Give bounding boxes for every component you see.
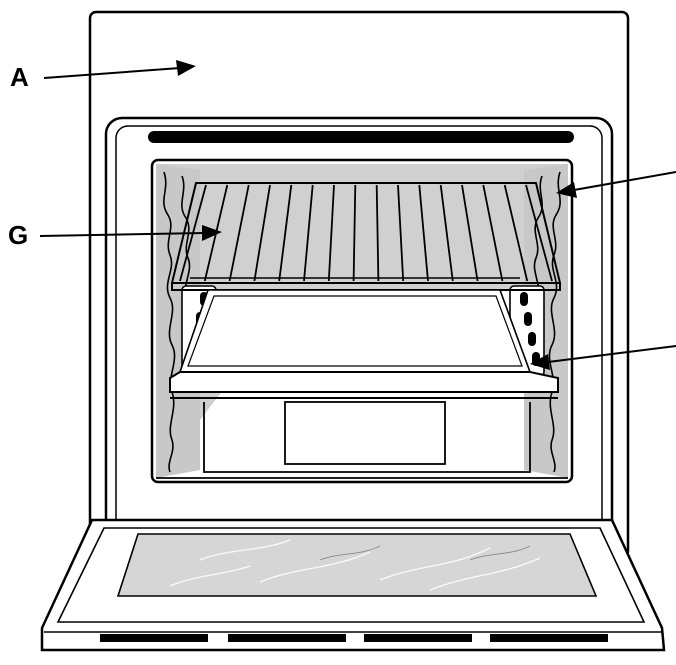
callout-g: G bbox=[8, 220, 222, 250]
grill-bar bbox=[397, 184, 405, 282]
grill-bar bbox=[253, 184, 271, 282]
callout-right-lower bbox=[530, 345, 676, 370]
top-vent-slot bbox=[148, 131, 574, 143]
rail-slot bbox=[520, 292, 528, 306]
grill-bar bbox=[327, 184, 335, 282]
grill-bar bbox=[375, 184, 380, 282]
rail-slot bbox=[524, 312, 532, 326]
door-vent-slot bbox=[228, 634, 346, 642]
wire-grill-shelf bbox=[170, 182, 562, 291]
door-vent-slot bbox=[490, 634, 608, 642]
door-vent-slot bbox=[364, 634, 472, 642]
baking-tray bbox=[169, 289, 559, 399]
grill-bar bbox=[482, 184, 504, 282]
rail-slot bbox=[528, 332, 536, 346]
grill-bar bbox=[418, 184, 429, 282]
grill-bar bbox=[278, 184, 293, 282]
oven-door bbox=[40, 518, 666, 652]
grill-bar bbox=[461, 184, 479, 282]
callout-label-a: A bbox=[10, 62, 29, 92]
grill-bar bbox=[352, 184, 357, 282]
grill-bar bbox=[303, 184, 314, 282]
grill-bar bbox=[228, 184, 250, 282]
callout-label-g: G bbox=[8, 220, 28, 250]
grill-bar bbox=[503, 184, 529, 282]
grill-bar bbox=[525, 184, 553, 282]
door-glass bbox=[116, 533, 598, 597]
callout-a: A bbox=[10, 60, 196, 92]
callout-right-upper bbox=[556, 171, 676, 198]
door-vent-slot bbox=[100, 634, 208, 642]
grill-bar bbox=[439, 184, 454, 282]
